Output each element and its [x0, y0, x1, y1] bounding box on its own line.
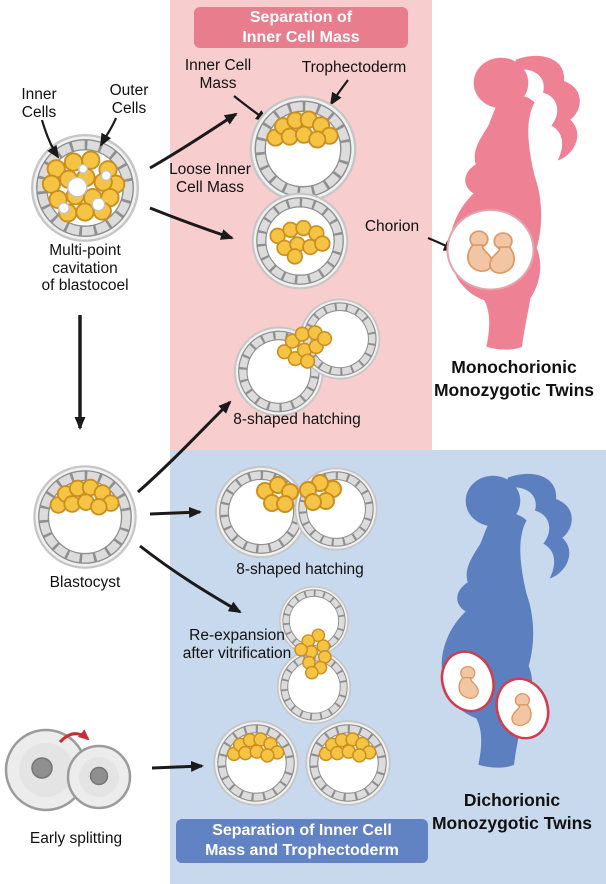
single-chorion-sac — [446, 209, 535, 291]
monochorionic-result-label: Monochorionic Monozygotic Twins — [433, 357, 595, 400]
eight-shaped-hatching-caption-blue: 8-shaped hatching — [236, 561, 364, 578]
trophectoderm-label: Trophectoderm — [301, 59, 407, 76]
inner-cells-label: Inner Cells — [21, 86, 57, 121]
blastocoel-cavities — [57, 163, 112, 215]
outer-cells-label: Outer Cells — [109, 82, 149, 117]
splitting-red-arrow — [58, 729, 90, 744]
pregnant-woman-monochorionic — [446, 55, 580, 350]
pink-section-header: Separation of Inner Cell Mass — [194, 7, 408, 48]
eight-shaped-blastocyst-tilted — [219, 282, 395, 431]
separated-blastocyst-right — [306, 721, 390, 805]
early-splitting-diagram — [4, 728, 132, 812]
chorion-label: Chorion — [364, 218, 420, 235]
inner-cell-mass-label: Inner Cell Mass — [184, 57, 252, 92]
flow-arrows — [74, 112, 242, 772]
embryo-loose-icm — [253, 194, 348, 289]
early-splitting-caption: Early splitting — [29, 830, 123, 847]
multipoint-cavitation-blastocyst — [32, 135, 138, 241]
eight-shaped-blastocyst-horizontal — [216, 467, 377, 557]
eight-shaped-hatching-caption-pink: 8-shaped hatching — [233, 411, 361, 428]
dichorionic-result-label: Dichorionic Monozygotic Twins — [431, 790, 593, 833]
multipoint-cavitation-caption: Multi-point cavitation of blastocoel — [41, 242, 129, 295]
blastocyst-diagram — [34, 466, 135, 567]
blastocyst-caption: Blastocyst — [49, 574, 121, 591]
blue-section-footer: Separation of Inner Cell Mass and Trophe… — [176, 819, 428, 863]
pregnant-woman-dichorionic — [440, 473, 572, 768]
separated-blastocyst-left — [214, 721, 298, 805]
loose-inner-cell-mass-label: Loose Inner Cell Mass — [169, 161, 251, 196]
reexpansion-caption: Re-expansion after vitrification — [182, 627, 292, 662]
embryo-separated-icm — [251, 97, 356, 202]
